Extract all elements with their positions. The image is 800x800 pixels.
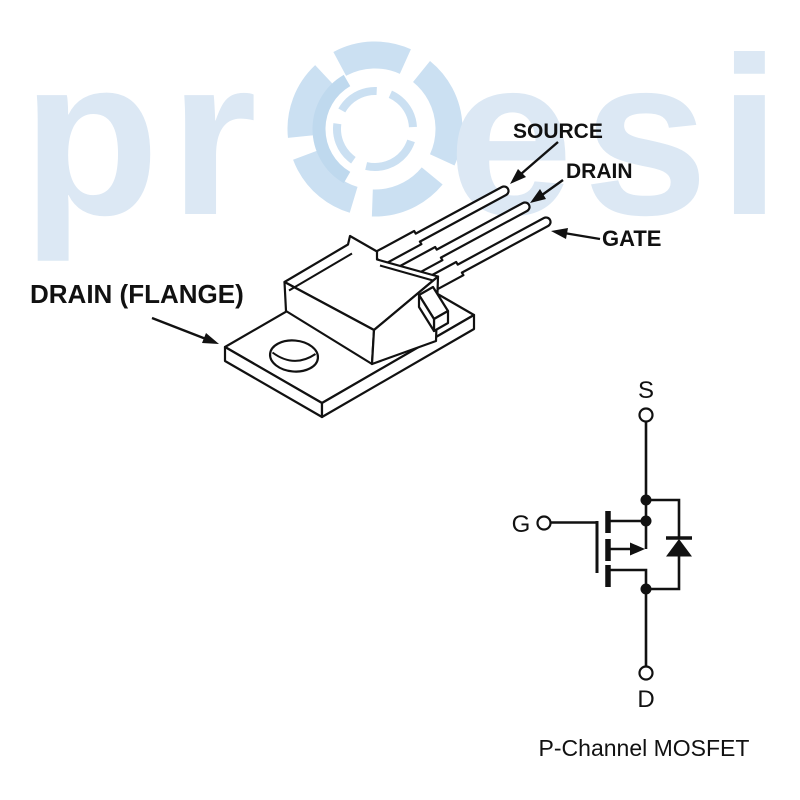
to220-package-drawing: SOURCE DRAIN GATE DRAIN (FLANGE) [30, 120, 661, 419]
watermark-accent-arc [312, 74, 351, 184]
gate-label: GATE [602, 226, 661, 251]
watermark-text-left: pr [22, 10, 267, 262]
drain-terminal-circle [638, 665, 654, 681]
flange-arrow-line [151, 316, 207, 341]
source-arrow-line [520, 141, 559, 175]
schematic-caption: P-Channel MOSFET [539, 735, 750, 761]
pin-callouts: SOURCE DRAIN GATE DRAIN (FLANGE) [30, 120, 661, 344]
watermark-ring-icon [287, 41, 463, 217]
gate-lead [404, 216, 552, 304]
body-chamfer-line-left [288, 252, 353, 292]
gate-arrowhead-icon [551, 228, 568, 239]
watermark-logo: pr esi [22, 10, 781, 262]
body-diode-icon [666, 539, 692, 557]
drain-flange-label: DRAIN (FLANGE) [30, 279, 244, 309]
body-ledge-side [417, 293, 436, 333]
drain-label: DRAIN [566, 160, 633, 183]
drain-wire [608, 568, 648, 667]
source-terminal-label: S [638, 377, 654, 404]
package-leads [362, 185, 552, 304]
drain-terminal-label: D [637, 686, 654, 713]
watermark-inner-ring [333, 87, 417, 171]
gate-arrow-line [563, 231, 601, 241]
source-lead [362, 185, 510, 273]
source-label: SOURCE [513, 120, 603, 143]
source-arrowhead-icon [510, 169, 526, 184]
drain-lead [383, 201, 531, 289]
mounting-hole [268, 339, 320, 373]
diode-branch-top [646, 498, 681, 538]
mosfet-schematic: S G D P-Channel MOSFET [512, 377, 750, 761]
package-body [283, 234, 450, 366]
watermark-outer-ring [287, 41, 463, 217]
gate-terminal-label: G [512, 511, 531, 538]
drain-arrow-line [541, 179, 564, 196]
body-arrowhead-icon [630, 542, 645, 556]
mounting-hole-inner-lip [271, 351, 317, 362]
gate-terminal-circle [536, 515, 552, 531]
drain-arrowhead-icon [530, 189, 546, 203]
flange-arrowhead-icon [202, 333, 219, 344]
body-chamfer-line-right [379, 264, 434, 282]
diode-branch-bottom [646, 556, 681, 591]
source-terminal-circle [638, 407, 654, 423]
